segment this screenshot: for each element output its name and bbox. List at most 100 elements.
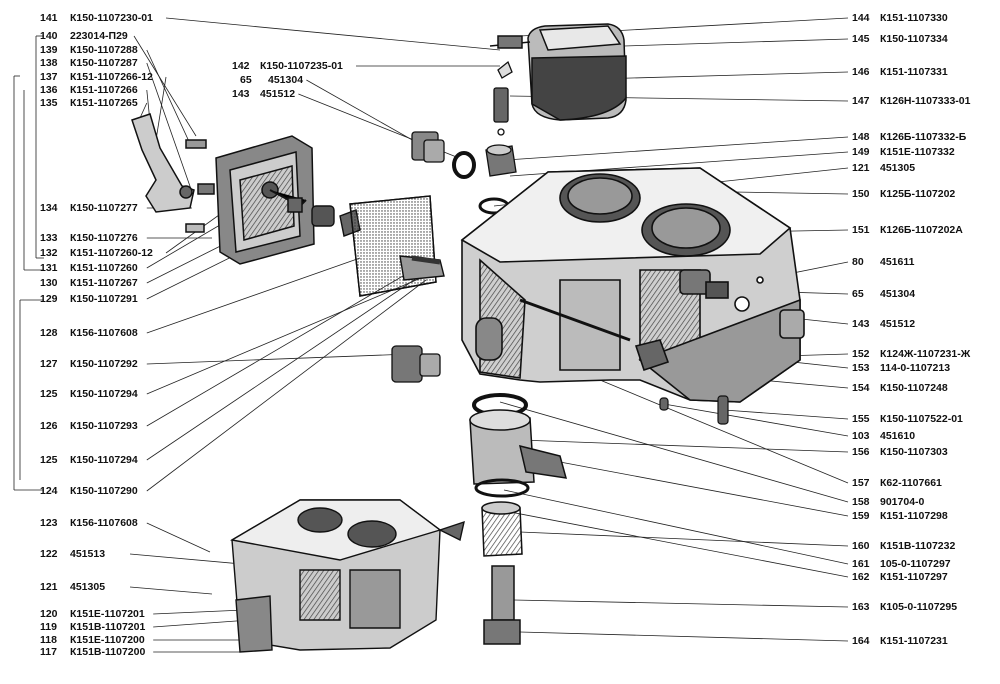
part-code: К126Н-1107333-01 <box>880 95 971 107</box>
carburetor-body <box>460 167 805 403</box>
part-code: К150-1107287 <box>70 57 138 69</box>
leader-line <box>133 35 197 137</box>
callout-label: 134 К150-1107277 <box>40 202 138 214</box>
part-code: К151Е-1107201 <box>70 608 145 620</box>
callout-number: 155 <box>852 413 870 425</box>
part-code: К151-1107265 <box>70 97 138 109</box>
callout-number: 80 <box>852 256 864 268</box>
callout-number: 152 <box>852 348 870 360</box>
part-code: К126Б-1107202А <box>880 224 963 236</box>
part-code: К151Е-1107332 <box>880 146 955 158</box>
callout-number: 164 <box>852 635 870 647</box>
callout-number: 118 <box>40 634 57 646</box>
leader-line <box>153 609 245 615</box>
callout-number: 160 <box>852 540 870 552</box>
plug-part <box>411 131 476 179</box>
callout-number: 124 <box>40 485 58 497</box>
callout-number: 147 <box>852 95 870 107</box>
part-code: К156-1107608 <box>70 327 138 339</box>
small-pin-part <box>659 395 729 425</box>
leader-line <box>513 599 849 608</box>
callout-number: 161 <box>852 558 870 570</box>
callout-number: 148 <box>852 131 870 143</box>
callout-number: 133 <box>40 232 58 244</box>
part-code: К62-1107661 <box>880 477 942 489</box>
part-code: К151В-1107201 <box>70 621 146 633</box>
callout-label: 65 451304 <box>852 288 915 300</box>
leader-line <box>146 257 361 334</box>
leader-line <box>505 136 849 161</box>
callout-number: 151 <box>852 224 870 236</box>
callout-number: 138 <box>40 57 58 69</box>
callout-label: 151 К126Б-1107202А <box>852 224 963 236</box>
part-code: К150-1107291 <box>70 293 138 305</box>
part-code: К151В-1107232 <box>880 540 956 552</box>
callout-number: 128 <box>40 327 58 339</box>
callout-label: 128 К156-1107608 <box>40 327 138 339</box>
part-code: К150-1107277 <box>70 202 138 214</box>
leader-line <box>599 379 849 484</box>
part-code: К150-1107235-01 <box>260 60 343 72</box>
callout-label: 118 К151Е-1107200 <box>40 634 145 646</box>
part-code: К151Е-1107200 <box>70 634 145 646</box>
callout-number: 65 <box>852 288 864 300</box>
part-code: К151В-1107200 <box>70 646 146 658</box>
callout-label: 147 К126Н-1107333-01 <box>852 95 970 107</box>
callout-number: 143 <box>852 318 870 330</box>
callout-number: 143 <box>232 88 250 100</box>
leader-line <box>153 619 251 628</box>
callout-label: 132 К151-1107260-12 <box>40 247 153 259</box>
callout-label: 129 К150-1107291 <box>40 293 138 305</box>
callout-number: 134 <box>40 202 58 214</box>
part-code: К151-1107260-12 <box>70 247 153 259</box>
leader-line <box>663 403 849 437</box>
leader-line <box>759 379 849 389</box>
leader-line <box>129 586 213 595</box>
callout-number: 141 <box>40 12 58 24</box>
part-code: К150-1107288 <box>70 44 138 56</box>
callout-number: 146 <box>852 66 870 78</box>
part-code: К151-1107266-12 <box>70 71 153 83</box>
part-code: 451304 <box>880 288 916 300</box>
callout-number: 140 <box>40 30 58 42</box>
callout-label: 138 К150-1107287 <box>40 57 138 69</box>
callout-number: 119 <box>40 621 57 633</box>
callout-number: 132 <box>40 247 58 259</box>
callout-number: 129 <box>40 293 58 305</box>
callout-number: 121 <box>852 162 870 174</box>
callout-number: 121 <box>40 581 58 593</box>
callout-number: 162 <box>852 571 870 583</box>
callout-number: 65 <box>240 74 252 86</box>
callout-number: 123 <box>40 517 58 529</box>
part-code: К151-1107298 <box>880 510 948 522</box>
callout-number: 135 <box>40 97 58 109</box>
leader-line <box>723 409 849 420</box>
callout-number: 117 <box>40 646 57 658</box>
